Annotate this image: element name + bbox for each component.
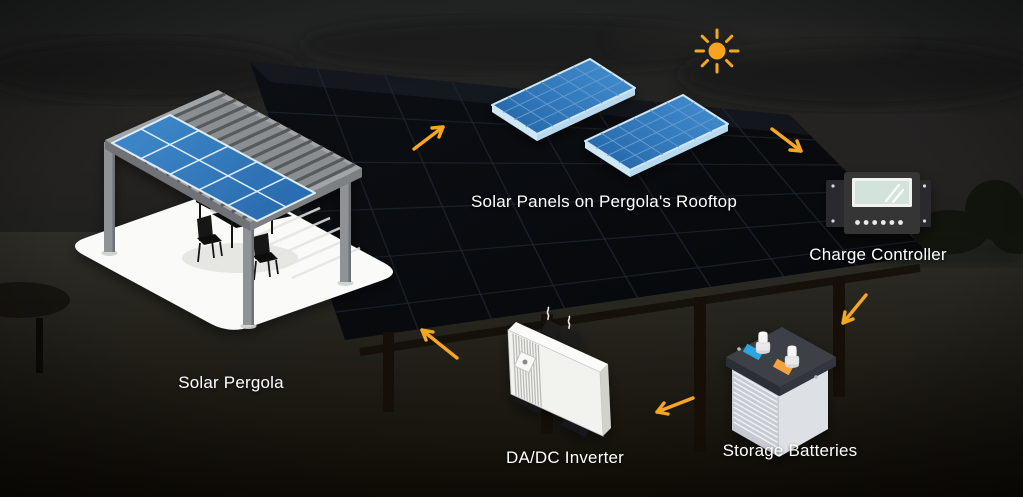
controller-buttons xyxy=(855,220,903,225)
chair xyxy=(197,215,223,263)
battery-blue-patch xyxy=(742,343,764,361)
storage-batteries-illustration xyxy=(726,327,836,457)
pergola-roof-solar-panels xyxy=(111,114,316,222)
inverter-wires xyxy=(546,306,571,332)
battery-terminal xyxy=(755,331,771,354)
arrow-panels-to-controller xyxy=(770,127,803,153)
dadc-inverter-illustration xyxy=(507,306,611,437)
arrow-controller-to-batteries xyxy=(841,293,868,325)
arrow-inverter-to-pergola xyxy=(420,328,459,360)
solar-pergola-illustration xyxy=(75,90,393,330)
flow-arrows xyxy=(412,125,868,416)
sun-icon xyxy=(694,28,740,74)
arrow-pergola-to-panels xyxy=(412,125,445,151)
label-charge-controller: Charge Controller xyxy=(809,245,947,264)
label-storage-batteries: Storage Batteries xyxy=(722,441,858,460)
arrow-batteries-to-inverter xyxy=(655,396,695,416)
chair xyxy=(253,233,279,281)
pergola-roof xyxy=(105,90,362,231)
label-dadc-inverter: DA/DC Inverter xyxy=(505,448,625,467)
label-solar-pergola: Solar Pergola xyxy=(178,373,284,392)
label-solar-panels: Solar Panels on Pergola's Rooftop xyxy=(471,192,737,211)
battery-orange-patch xyxy=(772,358,794,376)
battery-terminal xyxy=(784,345,800,368)
charge-controller-illustration xyxy=(826,172,931,234)
